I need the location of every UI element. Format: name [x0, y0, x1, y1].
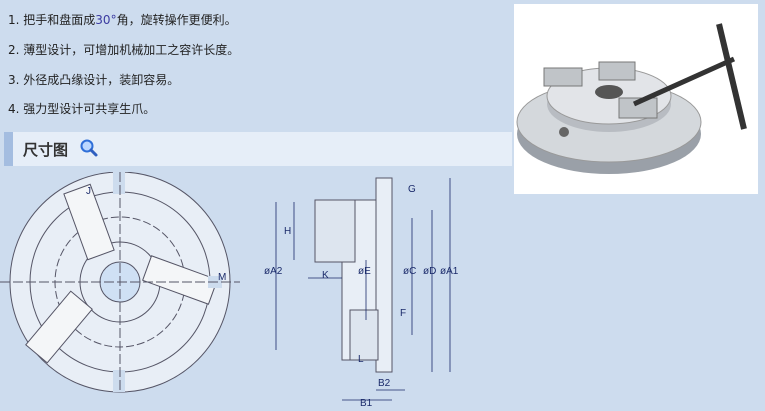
- feature-text: 把手和盘面成: [23, 13, 96, 27]
- feature-text: 薄型设计，可增加机械加工之容许长度。: [23, 43, 240, 57]
- feature-number: 4.: [8, 102, 20, 116]
- feature-number: 2.: [8, 43, 20, 57]
- feature-1: 1. 把手和盘面成30°角，旋转操作更便利。: [8, 11, 237, 28]
- label-m: M: [218, 272, 226, 283]
- label-a2: øA2: [264, 266, 283, 277]
- feature-number: 3.: [8, 73, 20, 87]
- feature-text: 强力型设计可共享生爪。: [23, 102, 156, 116]
- product-photo: [514, 4, 758, 194]
- label-f: F: [400, 308, 406, 319]
- label-h: H: [284, 226, 291, 237]
- label-d: øD: [423, 266, 436, 277]
- label-e: øE: [358, 266, 371, 277]
- label-k: K: [322, 270, 329, 281]
- label-l: L: [358, 354, 364, 365]
- label-b1: B1: [360, 398, 373, 409]
- feature-number: 1.: [8, 13, 20, 27]
- feature-text: 外径成凸缘设计，装卸容易。: [23, 73, 180, 87]
- section-header: 尺寸图: [4, 132, 512, 166]
- magnifier-icon[interactable]: [79, 138, 99, 158]
- label-b2: B2: [378, 378, 391, 389]
- front-view-drawing: J M: [0, 172, 240, 393]
- feature-4: 4. 强力型设计可共享生爪。: [8, 100, 155, 117]
- label-c: øC: [403, 266, 416, 277]
- feature-3: 3. 外径成凸缘设计，装卸容易。: [8, 71, 179, 88]
- feature-highlight: 30°: [95, 13, 117, 27]
- section-title: 尺寸图: [23, 141, 69, 159]
- feature-2: 2. 薄型设计，可增加机械加工之容许长度。: [8, 41, 239, 58]
- label-a1: øA1: [440, 266, 459, 277]
- side-view-drawing: G H K øE øC øD øA1 øA2 F L B2 B1: [264, 177, 459, 409]
- label-g: G: [408, 184, 416, 195]
- feature-text: 角，旋转操作更便利。: [116, 13, 237, 27]
- label-j: J: [86, 186, 91, 197]
